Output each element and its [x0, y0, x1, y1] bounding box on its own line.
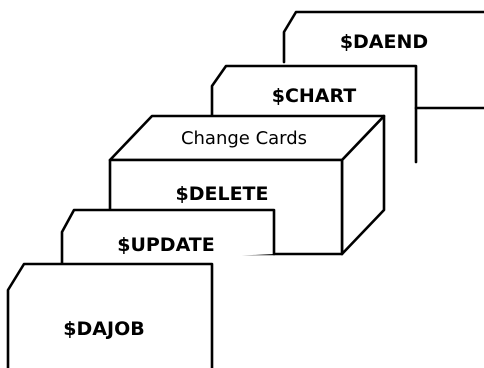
- change-cards-label: Change Cards: [181, 128, 307, 149]
- card-dajob-label: $DAJOB: [63, 318, 144, 340]
- card-chart-label: $CHART: [272, 85, 357, 107]
- card-daend-label: $DAEND: [340, 31, 428, 53]
- card-update-label: $UPDATE: [117, 234, 215, 256]
- card-daend: $DAEND: [282, 10, 484, 64]
- card-dajob: $DAJOB: [6, 262, 214, 368]
- card-delete-label: $DELETE: [176, 183, 269, 205]
- card-update: $UPDATE: [60, 208, 276, 272]
